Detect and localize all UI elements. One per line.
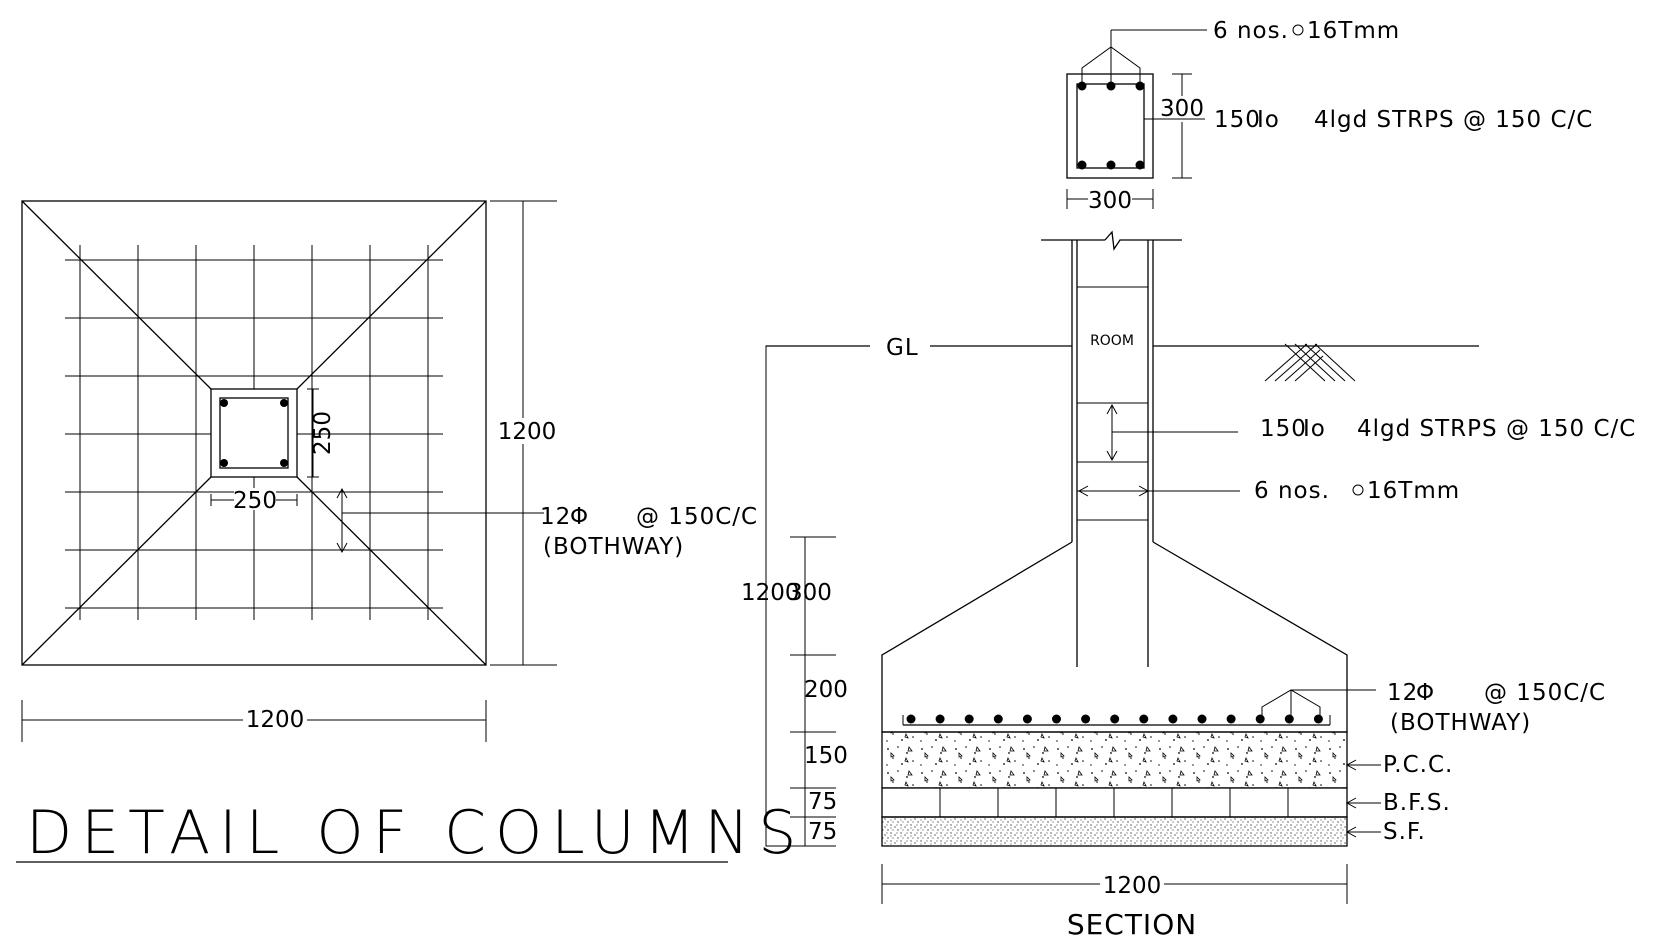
column-bar: [220, 399, 228, 407]
footing-outline-section: [881, 541, 1348, 733]
section-mainbars-size: 16Tmm: [1367, 478, 1460, 504]
section-dim-150: 150: [804, 743, 848, 769]
column-xsec-bar: [1077, 81, 1087, 91]
footing-section: GL ROOM 150 Io 4lgd STRPS @ 150 C/C 6 no…: [741, 230, 1636, 941]
footing-bar: [1139, 714, 1149, 724]
footing-bar: [964, 714, 974, 724]
column-xsec-outer: [1066, 73, 1154, 179]
column-xsec-height-dim: 300: [1160, 96, 1204, 122]
room-label: ROOM: [1090, 333, 1134, 349]
footing-bottom-bars: [906, 714, 1323, 724]
section-footing-bars-bothway: (BOTHWAY): [1390, 710, 1531, 736]
footing-bar: [1168, 714, 1178, 724]
column-xsec-stirrup-label: 150: [1214, 107, 1261, 133]
column-xsec-bar: [1077, 160, 1087, 170]
footing-bar: [1197, 714, 1207, 724]
column-xsec-bars-label: 6 nos.: [1213, 18, 1289, 44]
sf-label: S.F.: [1383, 819, 1426, 845]
section-stirrup-phi: Io: [1303, 416, 1326, 442]
column-xsec-inner: [1076, 83, 1145, 169]
column-bar: [280, 399, 288, 407]
column-xsec-bar: [1135, 81, 1145, 91]
plan-col-width-dim: 250: [233, 488, 277, 514]
section-dim-200: 200: [804, 677, 848, 703]
plan-rebar-spacing: @ 150C/C: [636, 504, 758, 530]
section-dim-75b: 75: [808, 819, 837, 845]
column-xsec-bar: [1106, 160, 1116, 170]
footing-bar: [1226, 714, 1236, 724]
plan-col-height-dim: 250: [310, 411, 336, 455]
section-stirrup-desc: 4lgd STRPS @ 150 C/C: [1357, 416, 1636, 442]
sf-layer: [881, 816, 1348, 847]
column-pedestal-inner: [219, 397, 289, 469]
footing-plan: 250 250 12 Φ @ 150C/C (BOTHWAY) 1200 120…: [21, 200, 758, 742]
pcc-layer: [881, 731, 1348, 789]
footing-bar: [1110, 714, 1120, 724]
plan-rebar-grid: [65, 245, 443, 620]
section-dim-300: 300: [788, 580, 832, 606]
section-footing-bars-phi: Φ: [1416, 680, 1435, 706]
drawing-title: DETAIL OF COLUMNS: [26, 798, 805, 868]
footing-bar: [1313, 714, 1323, 724]
section-total-depth-dim: 1200: [741, 580, 800, 606]
column-xsec-bar: [1135, 160, 1145, 170]
bfs-bricks: [939, 788, 1289, 817]
footing-bar: [906, 714, 916, 724]
section-label: SECTION: [1067, 908, 1197, 941]
column-xsec-stirrup-desc: 4lgd STRPS @ 150 C/C: [1314, 107, 1593, 133]
earth-hatch: [1264, 343, 1356, 382]
section-footing-bars-spacing: @ 150C/C: [1484, 680, 1606, 706]
column-xsec-width-dim: 300: [1088, 188, 1132, 214]
section-dim-75a: 75: [808, 789, 837, 815]
plan-rebar-phi: Φ: [570, 504, 589, 530]
section-mainbars-label: 6 nos.: [1254, 478, 1330, 504]
footing-bar: [993, 714, 1003, 724]
plan-rebar-label: 12: [540, 504, 571, 530]
column-bar: [280, 459, 288, 467]
column-bar: [220, 459, 228, 467]
pcc-label: P.C.C.: [1383, 752, 1453, 778]
gl-label: GL: [886, 335, 919, 361]
footing-bar: [1284, 714, 1294, 724]
column-xsec-stirrup-phi: Io: [1257, 107, 1280, 133]
plan-height-dim: 1200: [498, 419, 557, 445]
footing-outline: [21, 200, 487, 666]
column-cross-section: 6 nos. 16Tmm 300 150 Io 4lgd STRPS @ 150…: [1066, 18, 1593, 214]
column-xsec-bars-size: 16Tmm: [1307, 18, 1400, 44]
column-xsec-bar: [1106, 81, 1116, 91]
footing-bar: [935, 714, 945, 724]
plan-width-dim: 1200: [246, 707, 305, 733]
footing-bar: [1052, 714, 1061, 724]
plan-slope-lines: [21, 200, 487, 666]
section-footing-bars-label: 12: [1387, 680, 1418, 706]
footing-bar: [1081, 714, 1091, 724]
bfs-label: B.F.S.: [1383, 790, 1451, 816]
footing-bar: [1022, 714, 1032, 724]
section-stirrup-label: 150: [1260, 416, 1307, 442]
section-width-dim: 1200: [1103, 873, 1162, 899]
footing-bar: [1255, 714, 1265, 724]
plan-rebar-bothway: (BOTHWAY): [543, 534, 684, 560]
